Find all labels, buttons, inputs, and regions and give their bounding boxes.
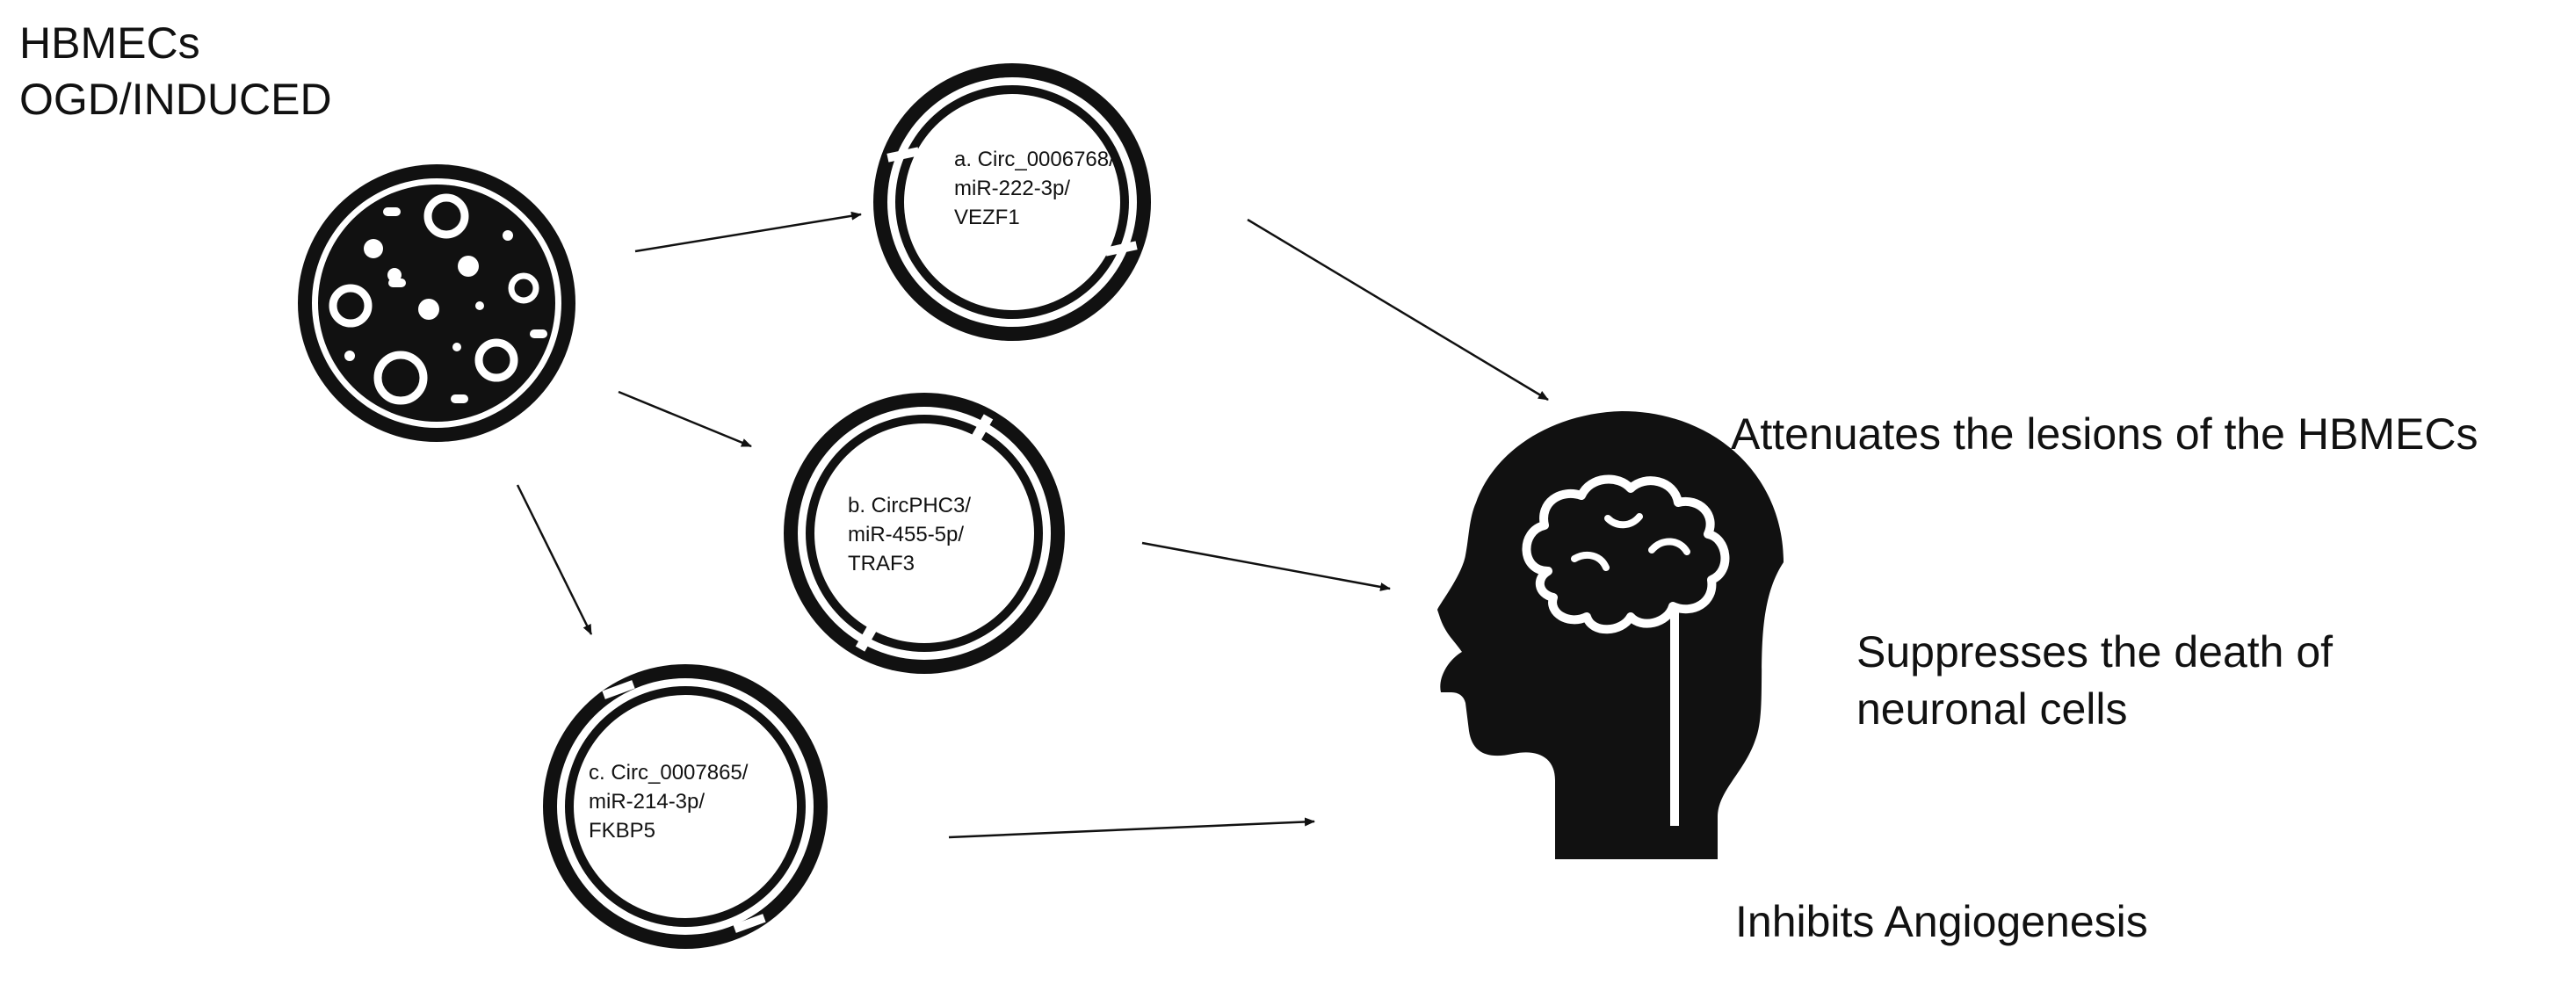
circrna-node-b: b. CircPHC3/ miR-455-5p/ TRAF3	[784, 393, 1065, 674]
arrow-a-to-head	[1247, 218, 1549, 402]
node-b-label-line-3: TRAF3	[848, 552, 915, 575]
node-a-label-line-1: a. Circ_0006768/	[954, 148, 1115, 171]
node-c-label-line-2: miR-214-3p/	[589, 790, 705, 814]
arrow-dish-to-b	[618, 390, 752, 448]
petri-dish-icon	[298, 164, 575, 442]
arrow-b-to-head	[1141, 541, 1391, 591]
circrna-node-a: a. Circ_0006768/ miR-222-3p/ VEZF1	[873, 63, 1151, 341]
node-a-label-line-2: miR-222-3p/	[954, 177, 1070, 200]
outcome-inhibits-angiogenesis: Inhibits Angiogenesis	[1735, 897, 2148, 946]
outcome-suppresses-death-line-1: Suppresses the death of	[1856, 627, 2333, 676]
node-b-label-line-2: miR-455-5p/	[848, 523, 964, 546]
node-b-label-line-1: b. CircPHC3/	[848, 494, 971, 517]
circrna-node-c: c. Circ_0007865/ miR-214-3p/ FKBP5	[543, 664, 828, 949]
title-line-2: OGD/INDUCED	[19, 75, 332, 124]
node-a-label-line-3: VEZF1	[954, 206, 1020, 229]
arrow-dish-to-a	[634, 211, 862, 253]
title-line-1: HBMECs	[19, 18, 200, 68]
outcome-suppresses-death-line-2: neuronal cells	[1856, 684, 2128, 734]
outcome-attenuates-lesions: Attenuates the lesions of the HBMECs	[1731, 409, 2478, 459]
arrow-dish-to-c	[516, 484, 593, 635]
arrow-c-to-head	[948, 817, 1315, 839]
brain-head-icon	[1437, 411, 1784, 859]
node-c-label-line-1: c. Circ_0007865/	[589, 761, 749, 785]
node-c-label-line-3: FKBP5	[589, 819, 655, 843]
